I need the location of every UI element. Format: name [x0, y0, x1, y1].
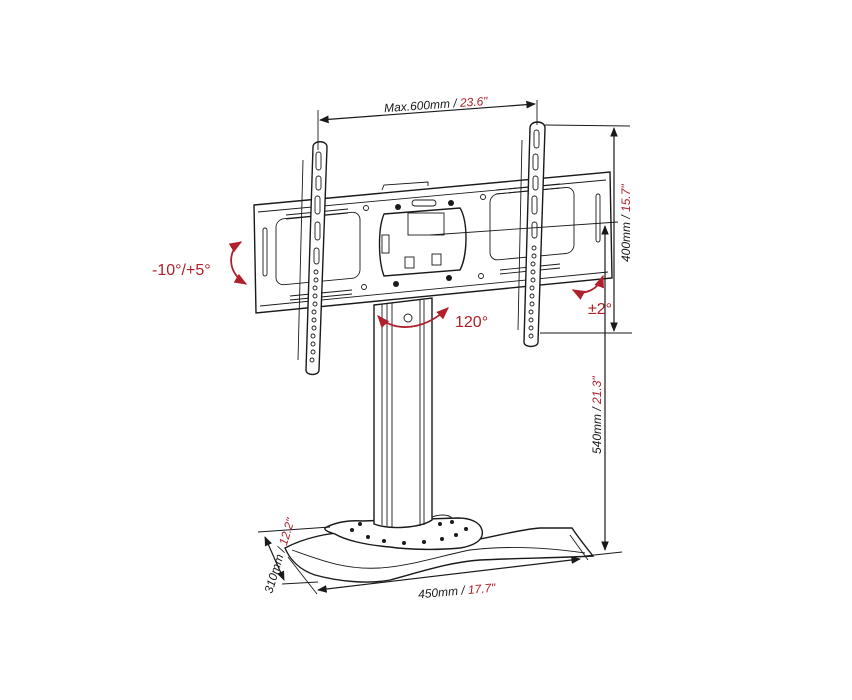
base-depth-imperial: 12.2" [276, 516, 298, 547]
svg-text:400mm / 15.7": 400mm / 15.7" [619, 184, 633, 262]
base-width-imperial: 17.7" [467, 581, 496, 597]
dimension-bracket-height: 400mm / 15.7" [540, 124, 633, 334]
max-width-imperial: 23.6" [458, 94, 488, 110]
tilt-angle-label: -10°/+5° [152, 262, 211, 279]
bracket-height-metric: 400mm / [619, 212, 633, 262]
svg-text:450mm / 17.7": 450mm / 17.7" [417, 581, 496, 602]
level-adjust-label: ±2° [588, 301, 612, 318]
svg-text:540mm / 21.3": 540mm / 21.3" [590, 376, 604, 454]
swivel-angle-label: 120° [455, 314, 488, 331]
dimension-base-width: 450mm / 17.7" [287, 534, 589, 602]
support-column [373, 297, 433, 529]
base-plate [284, 514, 595, 583]
hub-bolts [350, 520, 468, 545]
stand-height-metric: 540mm / [590, 404, 604, 454]
base-depth-metric: 310mm / [261, 543, 289, 595]
swivel-angle-indicator: 120° [377, 307, 488, 331]
dimension-stand-height: 540mm / 21.3" [429, 221, 623, 557]
bracket-height-imperial: 15.7" [619, 184, 633, 212]
tilt-angle-indicator: -10°/+5° [152, 241, 248, 285]
dimension-max-width: Max.600mm / 23.6" [317, 94, 538, 150]
stand-height-imperial: 21.3" [590, 376, 604, 405]
svg-text:Max.600mm / 23.6": Max.600mm / 23.6" [384, 94, 489, 115]
mounting-bracket [253, 171, 613, 314]
level-adjust-indicator: ±2° [571, 274, 612, 318]
left-mounting-arm [297, 141, 328, 376]
base-width-metric: 450mm / [417, 583, 468, 601]
max-width-metric: Max.600mm / [384, 96, 461, 115]
